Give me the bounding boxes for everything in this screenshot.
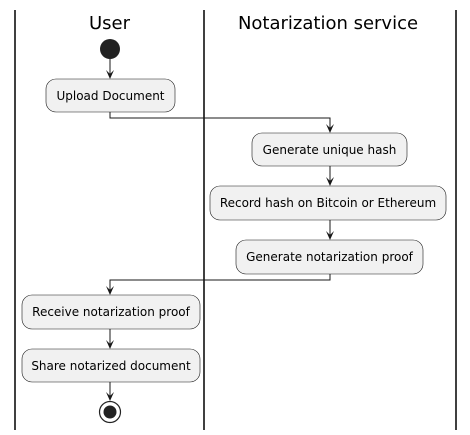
- activity-generate-proof: Generate notarization proof: [235, 239, 424, 275]
- activity-generate-hash: Generate unique hash: [251, 132, 408, 167]
- activity-label: Record hash on Bitcoin or Ethereum: [220, 196, 436, 210]
- activity-label: Receive notarization proof: [32, 305, 190, 319]
- activity-receive-proof: Receive notarization proof: [21, 294, 201, 330]
- activity-label: Generate unique hash: [263, 143, 397, 157]
- edge-upload-hash: [109, 112, 331, 128]
- start-node: [100, 39, 120, 59]
- arrowhead: [326, 124, 334, 133]
- lane-title-service: Notarization service: [238, 13, 418, 34]
- lane-title-user: User: [89, 13, 131, 34]
- arrowhead: [106, 286, 114, 295]
- edge-proof-receive: [109, 274, 331, 290]
- arrowhead: [106, 340, 114, 349]
- end-node: [98, 400, 122, 424]
- activity-label: Upload Document: [56, 89, 164, 103]
- activity-label: Generate notarization proof: [246, 250, 414, 264]
- activity-upload-document: Upload Document: [45, 78, 176, 113]
- activity-label: Share notarized document: [31, 359, 191, 373]
- arrowhead: [326, 177, 334, 186]
- activity-record-hash: Record hash on Bitcoin or Ethereum: [209, 185, 447, 221]
- arrowhead: [106, 70, 114, 79]
- activity-share-document: Share notarized document: [21, 348, 201, 383]
- arrowhead: [106, 392, 114, 401]
- arrowhead: [326, 231, 334, 240]
